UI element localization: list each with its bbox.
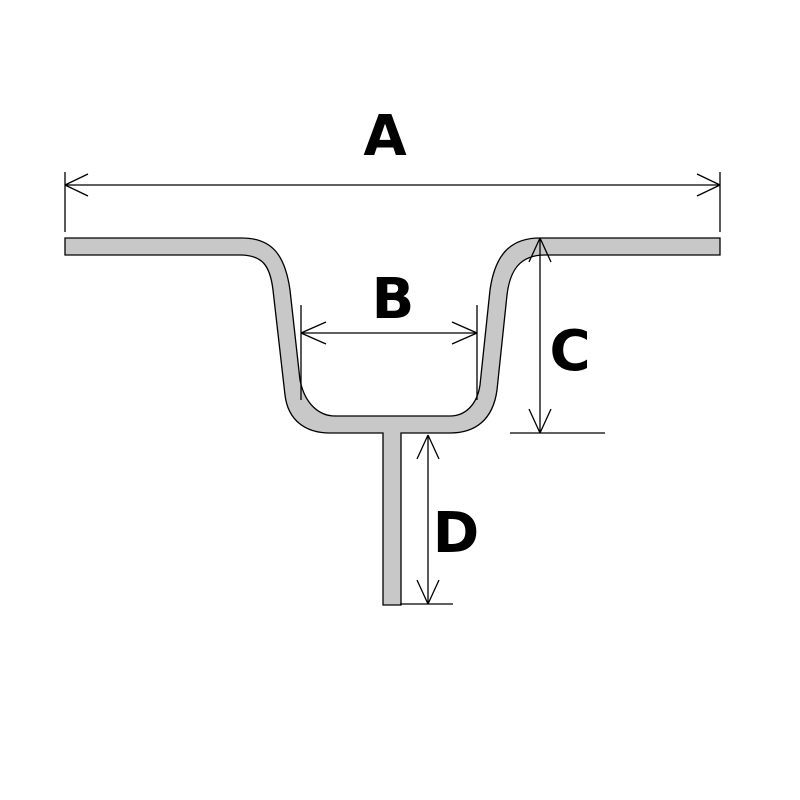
- label-c: C: [549, 319, 590, 384]
- dimension-d: D: [400, 434, 479, 605]
- dimension-c-lines: [510, 237, 605, 434]
- dimension-c: C: [510, 237, 605, 434]
- dimension-d-lines: [400, 434, 453, 605]
- dimension-b-lines: [300, 305, 478, 400]
- label-b: B: [372, 267, 415, 332]
- profile-shape: [64, 237, 721, 606]
- dimension-a-lines: [64, 172, 721, 232]
- dimension-a: A: [64, 104, 721, 232]
- dimension-b: B: [300, 267, 478, 400]
- label-a: A: [363, 104, 407, 169]
- label-d: D: [433, 501, 479, 566]
